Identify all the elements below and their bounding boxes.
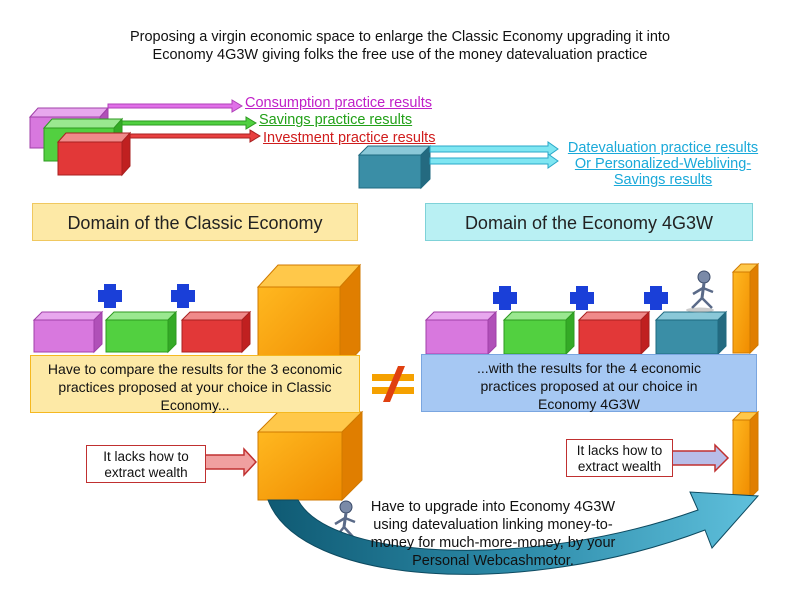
arrow-icon bbox=[429, 141, 559, 169]
figure-icon bbox=[686, 270, 714, 313]
lacks-left-line-1: It lacks how to bbox=[103, 449, 189, 464]
lacks-right-line-2: extract wealth bbox=[577, 459, 662, 474]
legend-datevaluation-line-2[interactable]: Or Personalized-Webliving- bbox=[574, 156, 752, 172]
compare-right-box: ...with the results for the 4 economic p… bbox=[421, 354, 757, 412]
title-line-2: Economy 4G3W giving folks the free use o… bbox=[152, 47, 648, 63]
cube-investment-right bbox=[577, 310, 651, 356]
upgrade-text: Have to upgrade into Economy 4G3W using … bbox=[358, 498, 628, 570]
legend-consumption[interactable]: Consumption practice results bbox=[245, 95, 432, 111]
arrow-icon bbox=[204, 447, 258, 477]
lacks-left-line-2: extract wealth bbox=[104, 465, 188, 480]
plus-icon bbox=[98, 284, 122, 308]
legend-datevaluation[interactable]: Datevaluation practice results Or Person… bbox=[558, 140, 768, 188]
plus-icon bbox=[171, 284, 195, 308]
lacks-left-box: It lacks how to extract wealth bbox=[86, 445, 206, 483]
orange-cube-bottom bbox=[256, 410, 364, 502]
upgrade-curved-arrow bbox=[267, 491, 760, 575]
compare-right-line-1: ...with the results for the 4 economic bbox=[476, 360, 702, 376]
upgrade-line-1: Have to upgrade into Economy 4G3W bbox=[370, 499, 616, 515]
arrow-icon bbox=[129, 129, 261, 143]
arrow-icon bbox=[121, 116, 257, 130]
upgrade-line-4: Personal Webcashmotor. bbox=[412, 553, 574, 569]
plus-icon bbox=[644, 286, 668, 310]
upgrade-line-2: using datevaluation linking money-to- bbox=[373, 517, 613, 533]
legend-investment[interactable]: Investment practice results bbox=[263, 130, 436, 146]
arrow-icon bbox=[671, 443, 730, 473]
orange-bar-right-top bbox=[731, 262, 760, 355]
cube-datevaluation-right bbox=[654, 310, 728, 356]
compare-right-line-3: Economy 4G3W bbox=[538, 396, 640, 412]
compare-left-line-2: practices proposed at your choice in Cla… bbox=[58, 379, 332, 395]
cube-consumption-right bbox=[424, 310, 498, 356]
diagram-title: Proposing a virgin economic space to enl… bbox=[60, 28, 740, 64]
plus-icon bbox=[493, 286, 517, 310]
legend-datevaluation-line-1[interactable]: Datevaluation practice results bbox=[567, 140, 759, 156]
lacks-right-line-1: It lacks how to bbox=[576, 443, 663, 458]
cube-consumption bbox=[32, 310, 104, 354]
legend-datevaluation-line-3[interactable]: Savings results bbox=[613, 172, 713, 188]
cube-investment bbox=[180, 310, 252, 354]
not-equal-icon bbox=[372, 366, 414, 402]
domain-4g3w: Domain of the Economy 4G3W bbox=[425, 203, 753, 241]
title-line-1: Proposing a virgin economic space to enl… bbox=[129, 29, 671, 45]
arrow-icon bbox=[107, 99, 243, 113]
compare-left-box: Have to compare the results for the 3 ec… bbox=[30, 355, 360, 413]
plus-icon bbox=[570, 286, 594, 310]
compare-right-line-2: practices proposed at our choice in bbox=[480, 378, 698, 394]
domain-classic: Domain of the Classic Economy bbox=[32, 203, 358, 241]
legend-savings[interactable]: Savings practice results bbox=[259, 112, 413, 128]
compare-left-line-1: Have to compare the results for the 3 ec… bbox=[47, 361, 343, 377]
orange-bar-right-bottom bbox=[731, 410, 760, 500]
cube-savings bbox=[104, 310, 178, 354]
legend-cube-investment bbox=[56, 131, 132, 177]
compare-left-line-3: Economy... bbox=[160, 397, 230, 413]
upgrade-line-3: money for much-more-money, by your bbox=[370, 535, 616, 551]
cube-savings-right bbox=[502, 310, 576, 356]
legend-cube-datevaluation bbox=[357, 144, 432, 190]
lacks-right-box: It lacks how to extract wealth bbox=[566, 439, 673, 477]
